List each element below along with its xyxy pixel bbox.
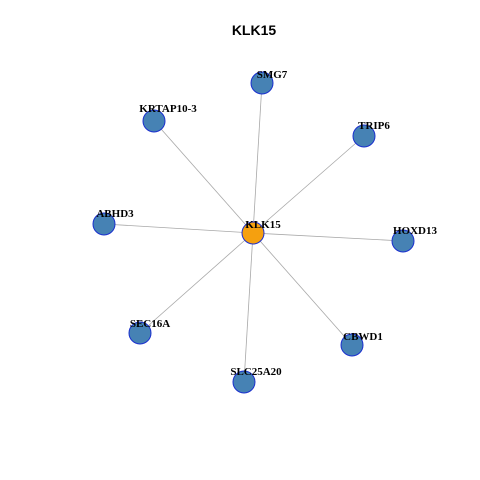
edge-klk15-cbwd1 <box>252 232 353 346</box>
node-label-abhd3: ABHD3 <box>96 208 134 220</box>
node-trip6 <box>352 124 376 148</box>
node-label-hoxd13: HOXD13 <box>393 225 438 237</box>
node-smg7 <box>250 71 274 95</box>
node-abhd3 <box>92 212 116 236</box>
node-label-klk15: KLK15 <box>245 219 281 231</box>
edge-klk15-hoxd13 <box>252 232 404 242</box>
node-label-smg7: SMG7 <box>257 69 288 81</box>
diagram-title: KLK15 <box>232 22 277 38</box>
edge-klk15-slc25a20 <box>243 232 254 383</box>
edge-klk15-abhd3 <box>103 223 254 234</box>
edge-klk15-smg7 <box>252 82 263 234</box>
hub-node-klk15 <box>241 221 265 245</box>
edge-klk15-trip6 <box>252 135 365 234</box>
node-label-slc25a20: SLC25A20 <box>230 366 282 378</box>
node-label-krtap10-3: KRTAP10-3 <box>139 103 197 115</box>
label-layer: KLK15 SMG7KRTAP10-3TRIP6ABHD3HOXD13SEC16A… <box>96 69 437 378</box>
edge-klk15-sec16a <box>139 232 254 334</box>
node-cbwd1 <box>340 333 364 357</box>
node-label-cbwd1: CBWD1 <box>343 331 383 343</box>
node-label-sec16a: SEC16A <box>130 318 170 330</box>
node-krtap10-3 <box>142 109 166 133</box>
edge-layer <box>103 82 404 383</box>
node-slc25a20 <box>232 370 256 394</box>
node-label-trip6: TRIP6 <box>358 120 390 132</box>
node-hoxd13 <box>391 229 415 253</box>
node-sec16a <box>128 321 152 345</box>
edge-klk15-krtap10-3 <box>153 120 254 234</box>
node-layer <box>92 71 415 394</box>
